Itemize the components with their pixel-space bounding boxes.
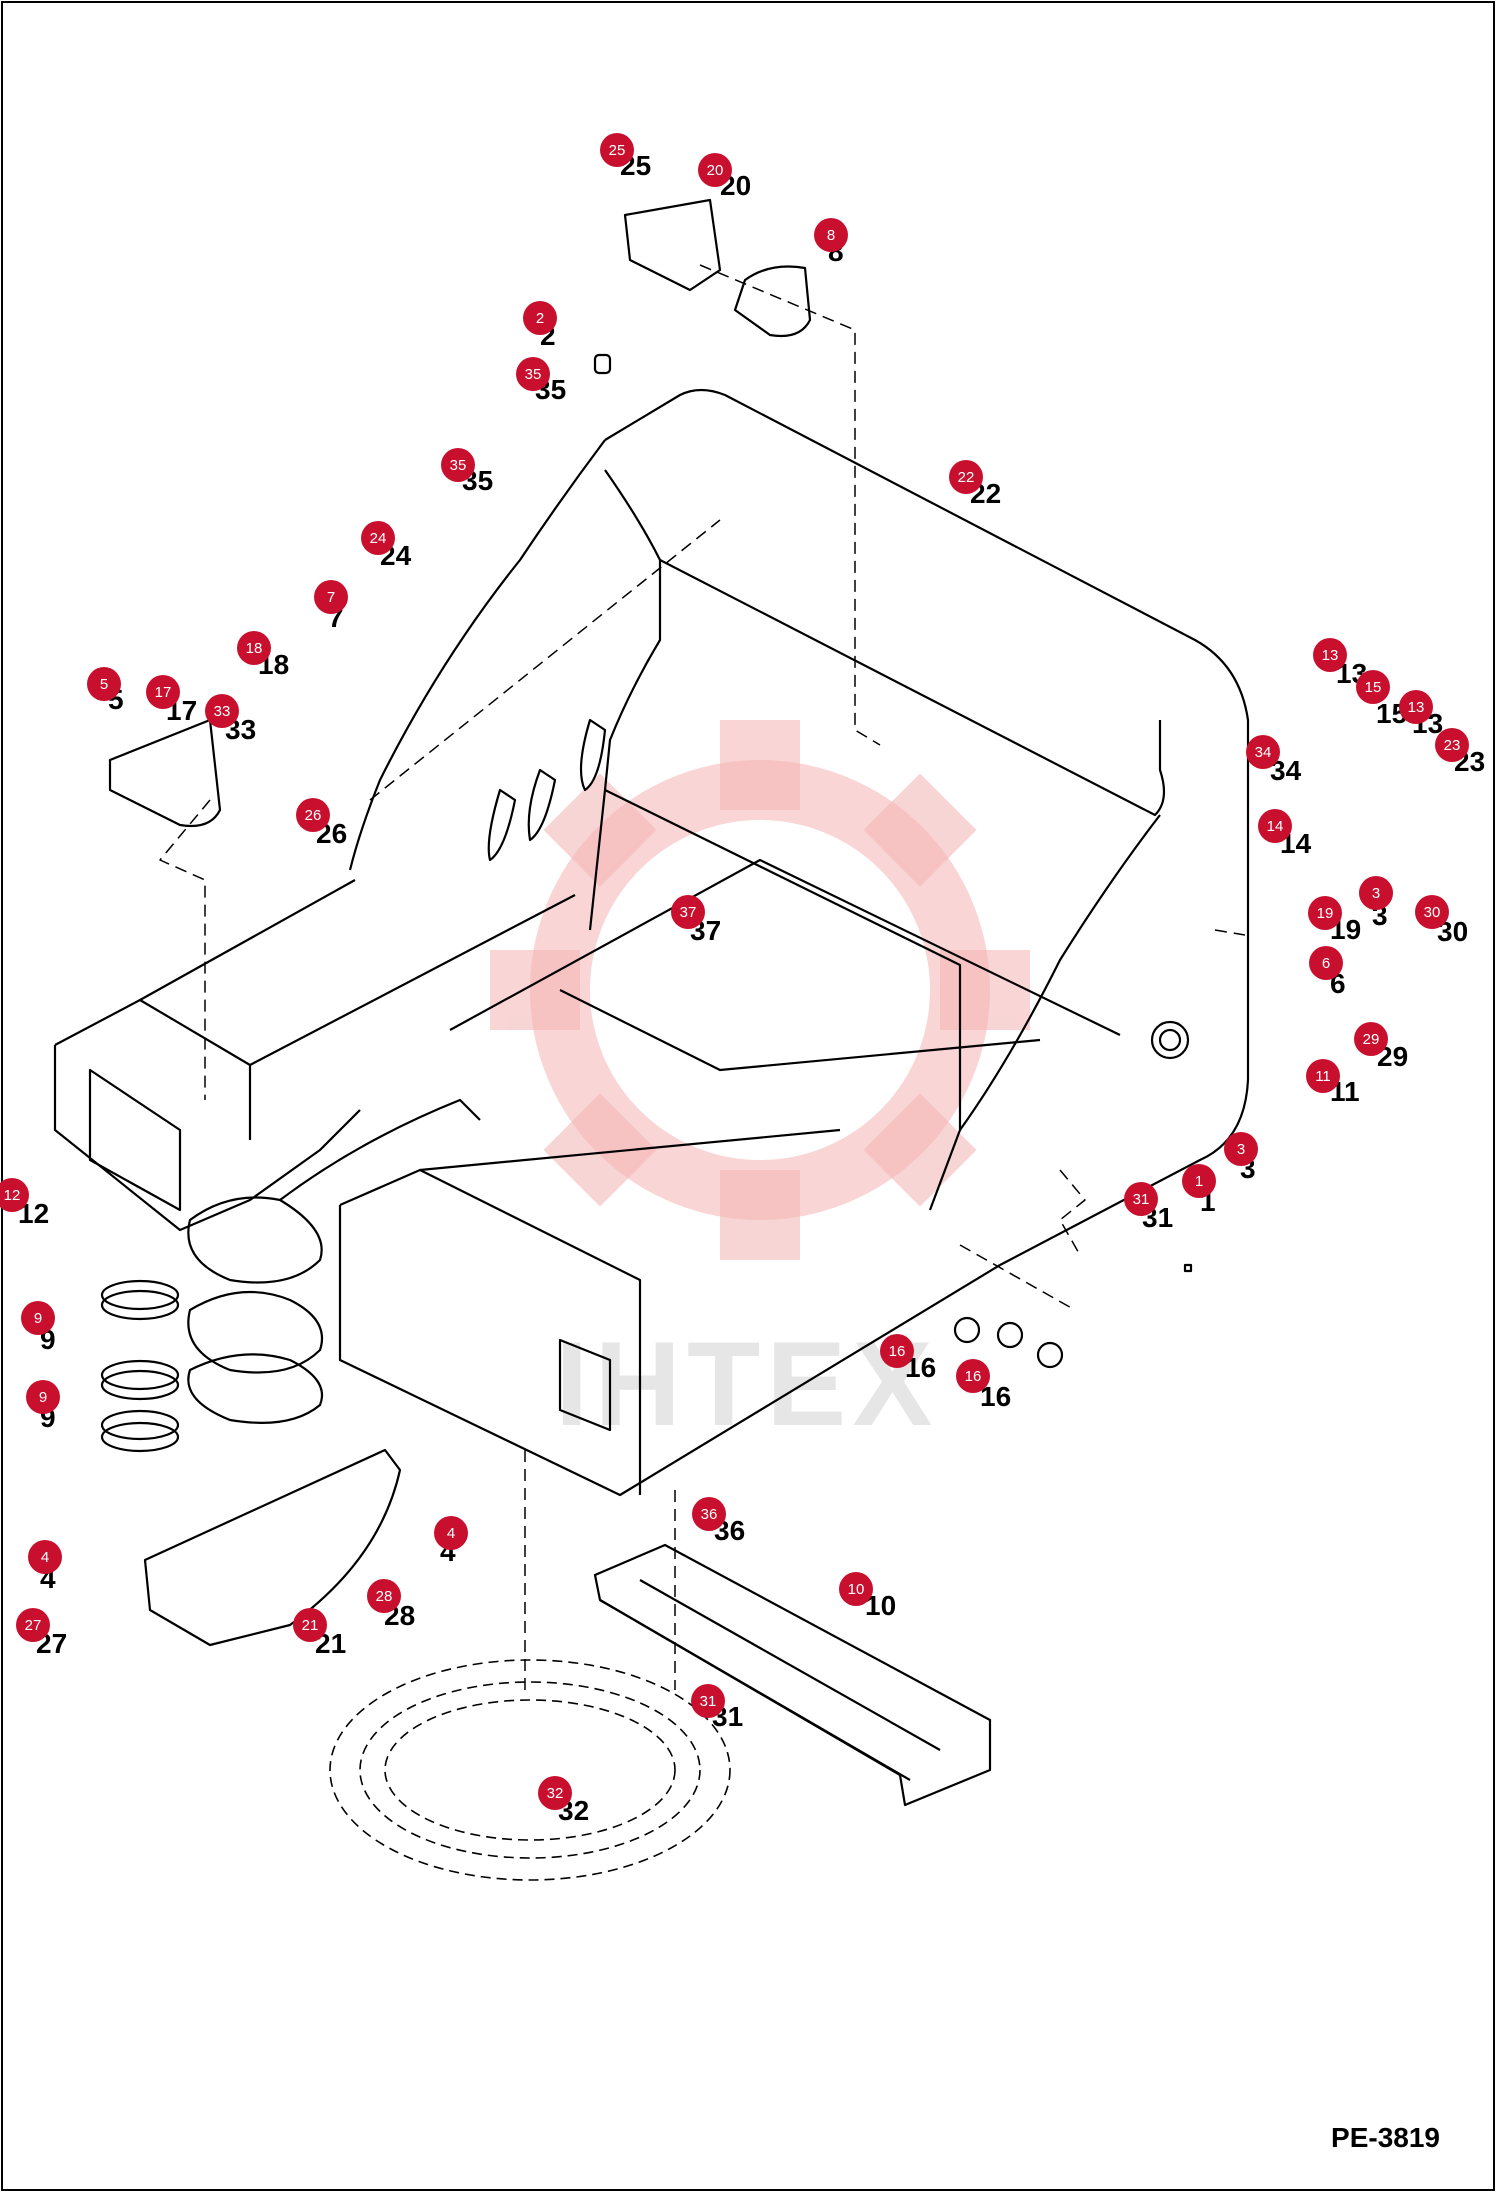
callout-badge-24[interactable]: 24 <box>361 521 395 555</box>
callout-badge-9[interactable]: 9 <box>21 1301 55 1335</box>
callout-badge-25[interactable]: 25 <box>600 133 634 167</box>
callout-badge-13[interactable]: 13 <box>1313 638 1347 672</box>
callout-badge-29[interactable]: 29 <box>1354 1022 1388 1056</box>
callout-badge-31[interactable]: 31 <box>1124 1182 1158 1216</box>
callout-badge-7[interactable]: 7 <box>314 580 348 614</box>
callout-badge-30[interactable]: 30 <box>1415 895 1449 929</box>
callout-badge-31b[interactable]: 31 <box>691 1684 725 1718</box>
callout-badge-3b[interactable]: 3 <box>1224 1132 1258 1166</box>
callout-badge-35[interactable]: 35 <box>516 357 550 391</box>
callout-badge-13b[interactable]: 13 <box>1399 690 1433 724</box>
callout-badge-33[interactable]: 33 <box>205 694 239 728</box>
watermark-text: IHTEX <box>555 1317 939 1451</box>
callout-badge-10[interactable]: 10 <box>839 1572 873 1606</box>
callout-badge-4[interactable]: 4 <box>434 1516 468 1550</box>
callout-badge-27[interactable]: 27 <box>16 1608 50 1642</box>
callout-badge-3[interactable]: 3 <box>1359 876 1393 910</box>
callout-badge-8[interactable]: 8 <box>814 218 848 252</box>
callout-badge-34[interactable]: 34 <box>1246 735 1280 769</box>
callout-badge-19[interactable]: 19 <box>1308 896 1342 930</box>
callout-badge-35b[interactable]: 35 <box>441 448 475 482</box>
callout-badge-11[interactable]: 11 <box>1306 1059 1340 1093</box>
callout-badge-36[interactable]: 36 <box>692 1497 726 1531</box>
callout-badge-1[interactable]: 1 <box>1182 1164 1216 1198</box>
callout-badge-26[interactable]: 26 <box>296 798 330 832</box>
callout-badge-14[interactable]: 14 <box>1258 809 1292 843</box>
callout-badge-20[interactable]: 20 <box>698 153 732 187</box>
callout-badge-28[interactable]: 28 <box>367 1579 401 1613</box>
document-code: PE-3819 <box>1331 2122 1440 2153</box>
callout-badge-5[interactable]: 5 <box>87 667 121 701</box>
callout-badge-9b[interactable]: 9 <box>26 1380 60 1414</box>
callout-badge-18[interactable]: 18 <box>237 631 271 665</box>
callout-badge-16b[interactable]: 16 <box>956 1359 990 1393</box>
callout-badge-17[interactable]: 17 <box>146 675 180 709</box>
callout-badge-6[interactable]: 6 <box>1309 946 1343 980</box>
callout-badge-15[interactable]: 15 <box>1356 670 1390 704</box>
callout-badge-2[interactable]: 2 <box>523 301 557 335</box>
callout-badge-32[interactable]: 32 <box>538 1776 572 1810</box>
callout-badge-16[interactable]: 16 <box>880 1334 914 1368</box>
callout-badge-12[interactable]: 12 <box>0 1178 29 1212</box>
callout-badge-4b[interactable]: 4 <box>28 1540 62 1574</box>
callout-badge-37[interactable]: 37 <box>671 895 705 929</box>
callout-badge-22[interactable]: 22 <box>949 460 983 494</box>
callout-badge-21[interactable]: 21 <box>293 1608 327 1642</box>
callout-badge-23[interactable]: 23 <box>1435 728 1469 762</box>
